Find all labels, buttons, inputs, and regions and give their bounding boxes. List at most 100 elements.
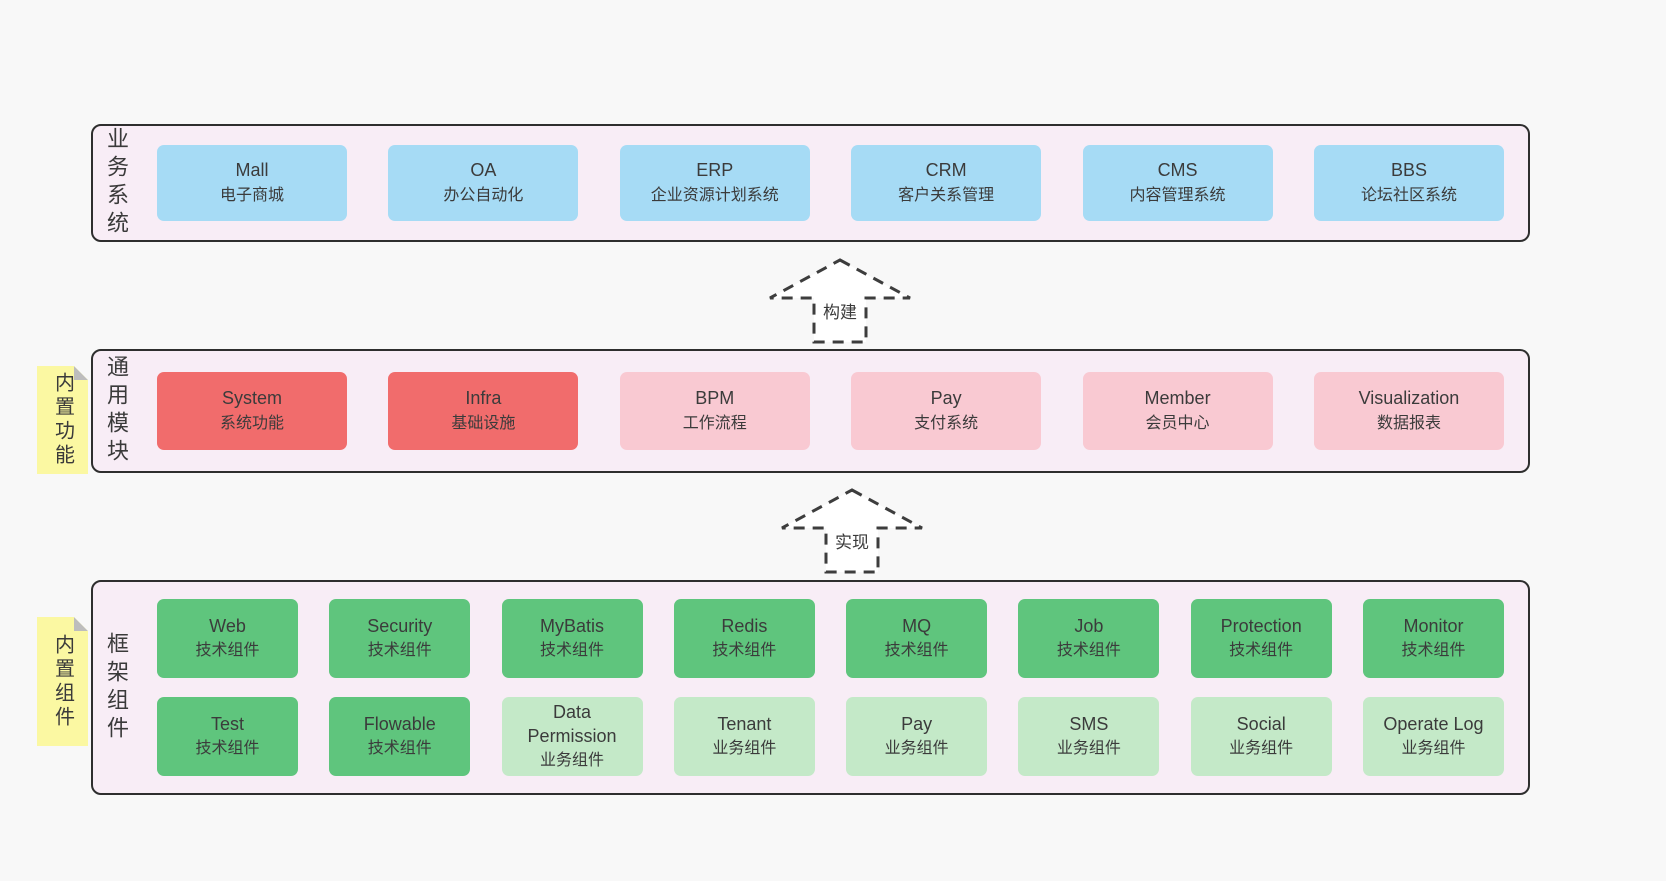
box-system-name: System [221,388,282,409]
box-infra-desc: 基础设施 [451,414,516,432]
framework-components-grid: Web 技术组件 Security 技术组件 MyBatis 技术组件 Redi… [139,599,1528,776]
box-crm-name: CRM [925,160,967,181]
box-oa-desc: 办公自动化 [443,186,524,204]
box-tenant-desc: 业务组件 [712,740,777,758]
box-cms-desc: 内容管理系统 [1129,186,1226,204]
box-system: System 系统功能 [157,372,347,450]
box-member: Member 会员中心 [1082,372,1273,450]
box-flowable-name: Flowable [363,713,436,734]
box-operate-log-name: Operate Log [1383,713,1484,734]
business-systems-box-row: Mall 电子商城 OA 办公自动化 ERP 企业资源计划系统 CRM 客户关系… [139,145,1528,221]
box-system-desc: 系统功能 [219,414,284,432]
box-member-desc: 会员中心 [1145,414,1210,432]
box-test-desc: 技术组件 [195,740,260,758]
box-flowable: Flowable 技术组件 [329,697,471,776]
box-pay-module-name: Pay [930,388,962,409]
box-operate-log: Operate Log 业务组件 [1362,697,1504,776]
common-modules-panel: 通用模块 System 系统功能 Infra 基础设施 BPM 工作流程 Pay… [91,349,1530,473]
box-pay-component-desc: 业务组件 [884,740,949,758]
box-web-name: Web [209,615,246,636]
box-flowable-desc: 技术组件 [367,740,432,758]
box-redis-desc: 技术组件 [712,642,777,660]
box-erp-name: ERP [696,160,734,181]
builtin-features-note: 内置功能 [37,366,88,474]
box-test-name: Test [210,713,244,734]
box-web-desc: 技术组件 [195,642,260,660]
box-protection-desc: 技术组件 [1229,642,1294,660]
builtin-features-note-text: 内置功能 [51,372,74,468]
box-oa-name: OA [470,160,497,181]
box-tenant-name: Tenant [717,713,772,734]
box-bpm: BPM 工作流程 [619,372,810,450]
box-sms-desc: 业务组件 [1056,740,1121,758]
box-erp: ERP 企业资源计划系统 [619,145,810,221]
box-social: Social 业务组件 [1190,697,1332,776]
common-modules-label: 通用模块 [104,355,129,467]
build-arrow: 构建 [767,257,913,345]
box-mybatis-name: MyBatis [540,615,605,636]
box-tenant: Tenant 业务组件 [673,697,815,776]
box-pay-component-name: Pay [901,713,933,734]
builtin-components-note-text: 内置组件 [51,633,74,730]
box-pay-module: Pay 支付系统 [851,372,1042,450]
box-monitor-desc: 技术组件 [1401,642,1466,660]
box-redis: Redis 技术组件 [673,599,815,678]
box-data-permission-desc: 业务组件 [540,751,605,769]
business-systems-panel: 业务系统 Mall 电子商城 OA 办公自动化 ERP 企业资源计划系统 CRM… [91,124,1530,242]
box-job-desc: 技术组件 [1056,642,1121,660]
box-pay-module-desc: 支付系统 [914,414,979,432]
box-job-name: Job [1074,615,1104,636]
box-bpm-name: BPM [695,388,735,409]
box-mq-name: MQ [902,615,932,636]
box-monitor: Monitor 技术组件 [1362,599,1504,678]
box-sms: SMS 业务组件 [1018,697,1160,776]
box-mall-name: Mall [235,160,269,181]
box-test: Test 技术组件 [157,697,298,776]
framework-components-row-1: Web 技术组件 Security 技术组件 MyBatis 技术组件 Redi… [157,599,1504,678]
box-mall: Mall 电子商城 [157,145,347,221]
box-infra: Infra 基础设施 [388,372,579,450]
note-fold-corner-icon [74,366,88,380]
box-mall-desc: 电子商城 [219,186,284,204]
box-visualization-desc: 数据报表 [1376,414,1441,432]
box-cms: CMS 内容管理系统 [1082,145,1273,221]
box-infra-name: Infra [465,388,502,409]
builtin-components-note: 内置组件 [37,617,88,746]
box-data-permission: Data Permission 业务组件 [501,697,643,776]
box-visualization: Visualization 数据报表 [1313,372,1504,450]
box-protection-name: Protection [1220,615,1302,636]
box-operate-log-desc: 业务组件 [1401,740,1466,758]
framework-components-panel: 框架组件 Web 技术组件 Security 技术组件 MyBatis 技术组件… [91,580,1530,795]
box-monitor-name: Monitor [1403,615,1464,636]
box-bbs-desc: 论坛社区系统 [1360,186,1457,204]
box-bbs-name: BBS [1390,160,1427,181]
box-erp-desc: 企业资源计划系统 [650,186,779,204]
box-security: Security 技术组件 [329,599,471,678]
box-social-name: Social [1236,713,1286,734]
box-oa: OA 办公自动化 [388,145,579,221]
box-web: Web 技术组件 [157,599,298,678]
box-mybatis: MyBatis 技术组件 [501,599,643,678]
box-cms-name: CMS [1157,160,1198,181]
box-member-name: Member [1144,388,1211,409]
framework-components-label: 框架组件 [104,631,129,744]
box-job: Job 技术组件 [1018,599,1160,678]
implement-arrow: 实现 [779,487,925,575]
box-visualization-name: Visualization [1358,388,1460,409]
box-mq: MQ 技术组件 [846,599,988,678]
box-pay-component: Pay 业务组件 [846,697,988,776]
box-bbs: BBS 论坛社区系统 [1313,145,1504,221]
implement-arrow-label: 实现 [831,527,873,554]
box-security-name: Security [367,615,433,636]
box-social-desc: 业务组件 [1229,740,1294,758]
box-data-permission-name: Data Permission [527,702,617,746]
box-crm: CRM 客户关系管理 [851,145,1042,221]
note-fold-corner-icon [74,617,88,631]
box-security-desc: 技术组件 [367,642,432,660]
common-modules-box-row: System 系统功能 Infra 基础设施 BPM 工作流程 Pay 支付系统… [139,372,1528,450]
box-mq-desc: 技术组件 [884,642,949,660]
box-redis-name: Redis [721,615,768,636]
business-systems-label: 业务系统 [104,127,129,239]
box-sms-name: SMS [1069,713,1109,734]
box-protection: Protection 技术组件 [1190,599,1332,678]
